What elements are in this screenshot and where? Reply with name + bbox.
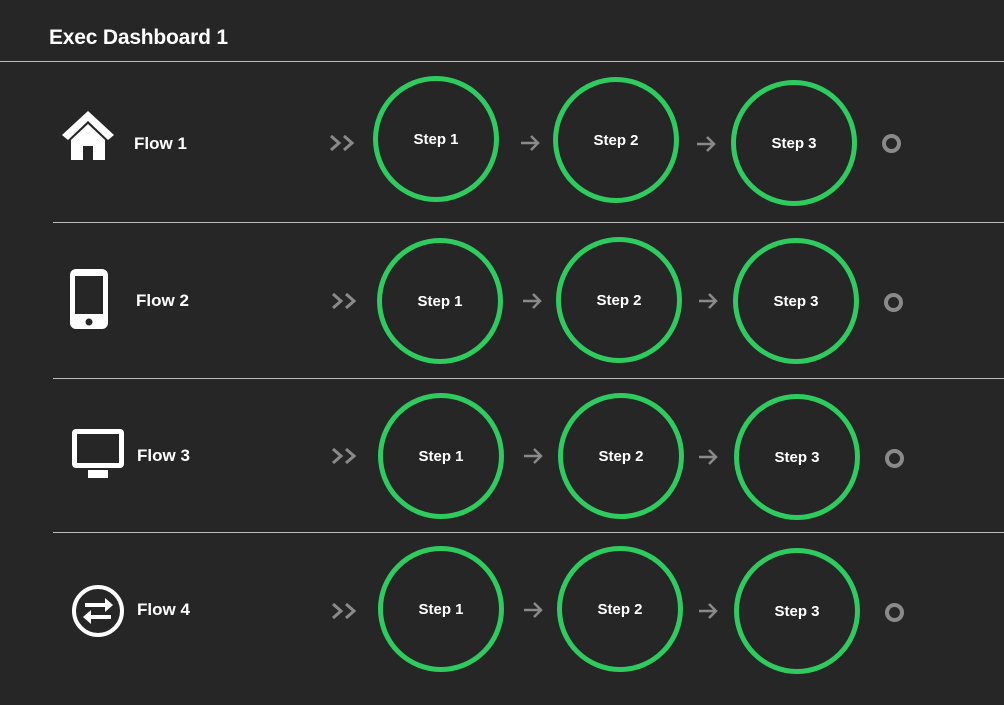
step-3-node[interactable]: Step 3 xyxy=(731,80,857,206)
step-2-node[interactable]: Step 2 xyxy=(557,546,683,672)
step-1-node[interactable]: Step 1 xyxy=(378,393,504,519)
step-2-node[interactable]: Step 2 xyxy=(558,393,684,519)
chevrons-right-icon xyxy=(332,602,357,620)
arrow-right-icon xyxy=(524,448,543,464)
step-3-node[interactable]: Step 3 xyxy=(733,238,859,364)
step-label: Step 2 xyxy=(597,600,643,618)
step-1-node[interactable]: Step 1 xyxy=(377,238,503,364)
step-2-node[interactable]: Step 2 xyxy=(556,237,682,363)
step-label: Step 2 xyxy=(593,131,639,149)
flow-label: Flow 4 xyxy=(137,600,190,619)
sync-arrows-icon xyxy=(72,585,124,637)
flow-row-2: Flow 2 Step 1 Step 2 Step 3 xyxy=(0,223,1004,378)
end-status-indicator xyxy=(882,134,901,153)
step-3-node[interactable]: Step 3 xyxy=(734,394,860,520)
end-status-indicator xyxy=(885,603,904,622)
flow-label: Flow 3 xyxy=(137,446,190,465)
step-label: Step 3 xyxy=(773,292,819,310)
arrow-right-icon xyxy=(521,135,540,151)
chevrons-right-icon xyxy=(332,447,357,465)
home-icon xyxy=(62,111,114,160)
step-label: Step 1 xyxy=(418,600,464,618)
flow-row-3: Flow 3 Step 1 Step 2 Step 3 xyxy=(0,379,1004,534)
step-3-node[interactable]: Step 3 xyxy=(734,548,860,674)
step-label: Step 2 xyxy=(596,291,642,309)
flow-label: Flow 1 xyxy=(134,134,187,153)
arrow-right-icon xyxy=(699,293,718,309)
page-title: Exec Dashboard 1 xyxy=(49,26,228,49)
row-divider xyxy=(53,378,1004,379)
arrow-right-icon xyxy=(699,449,718,465)
dashboard-header: Exec Dashboard 1 xyxy=(0,0,1004,62)
flow-label: Flow 2 xyxy=(136,291,189,310)
step-1-node[interactable]: Step 1 xyxy=(378,546,504,672)
step-2-node[interactable]: Step 2 xyxy=(553,77,679,203)
desktop-monitor-icon xyxy=(72,429,124,478)
row-divider xyxy=(53,222,1004,223)
step-label: Step 3 xyxy=(771,134,817,152)
flow-row-4: Flow 4 Step 1 Step 2 Step 3 xyxy=(0,533,1004,688)
chevrons-right-icon xyxy=(332,292,357,310)
arrow-right-icon xyxy=(524,602,543,618)
row-divider xyxy=(53,532,1004,533)
step-label: Step 1 xyxy=(418,447,464,465)
end-status-indicator xyxy=(885,449,904,468)
step-label: Step 1 xyxy=(413,130,459,148)
arrow-right-icon xyxy=(697,136,716,152)
chevrons-right-icon xyxy=(330,134,355,152)
step-label: Step 3 xyxy=(774,602,820,620)
step-label: Step 1 xyxy=(417,292,463,310)
flow-row-1: Flow 1 Step 1 Step 2 Step 3 xyxy=(0,62,1004,217)
end-status-indicator xyxy=(884,293,903,312)
step-1-node[interactable]: Step 1 xyxy=(373,76,499,202)
arrow-right-icon xyxy=(699,603,718,619)
step-label: Step 3 xyxy=(774,448,820,466)
mobile-phone-icon xyxy=(70,269,108,329)
arrow-right-icon xyxy=(523,293,542,309)
step-label: Step 2 xyxy=(598,447,644,465)
